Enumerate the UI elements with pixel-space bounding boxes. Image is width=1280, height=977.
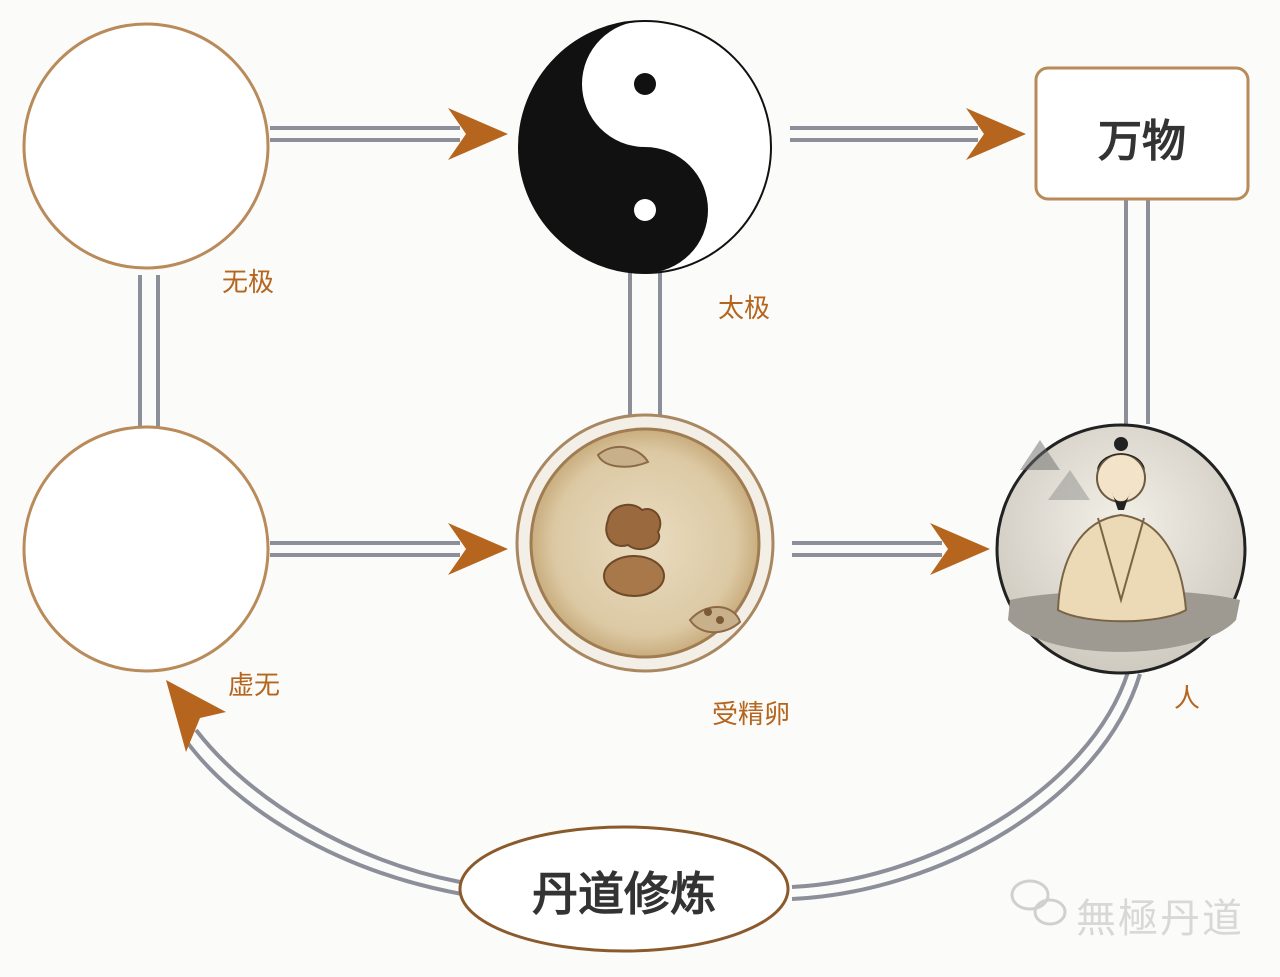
person-illustration xyxy=(997,425,1245,673)
arrow-zygote-to-person xyxy=(792,523,990,575)
zygote-illustration xyxy=(517,415,773,671)
xuwu-circle xyxy=(24,427,268,671)
connector-wuji-xuwu xyxy=(140,275,158,428)
wanwu-label: 万物 xyxy=(1036,105,1248,169)
cultivation-label: 丹道修炼 xyxy=(460,858,788,924)
watermark-text: 無極丹道 xyxy=(1076,886,1244,944)
arrow-taiji-to-wanwu xyxy=(790,108,1026,160)
connector-wanwu-person xyxy=(1126,200,1148,424)
xuwu-label: 虚无 xyxy=(228,665,280,702)
wuji-label: 无极 xyxy=(222,262,274,299)
wechat-icon xyxy=(1012,881,1065,924)
taiji-label: 太极 xyxy=(718,288,770,325)
person-label: 人 xyxy=(1174,678,1200,715)
arrow-to-xuwu-head xyxy=(166,680,226,752)
wuji-circle xyxy=(24,24,268,268)
connector-taiji-zygote xyxy=(630,272,660,418)
zygote-label: 受精卵 xyxy=(712,694,790,731)
arrow-wuji-to-taiji xyxy=(270,108,508,160)
arrow-xuwu-to-zygote xyxy=(270,523,508,575)
taiji-yinyang-icon xyxy=(519,21,771,273)
